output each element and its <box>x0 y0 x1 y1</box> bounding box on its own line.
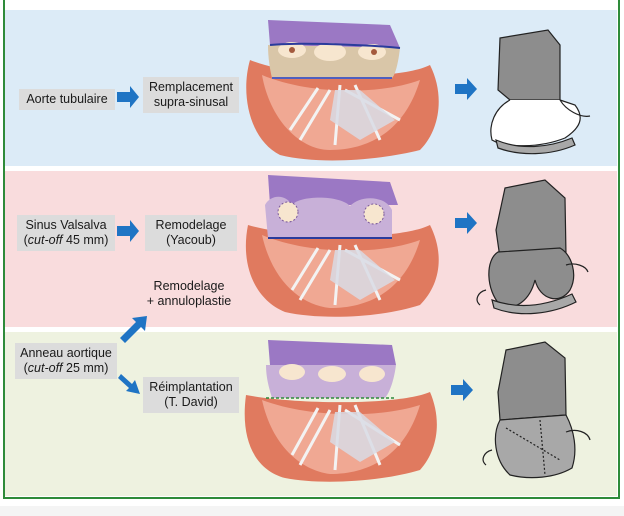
surgical-illustration-2 <box>245 175 439 317</box>
right-arrow-icon <box>117 86 139 108</box>
procedure-label-remplacement: Remplacement supra-sinusal <box>143 77 239 113</box>
right-arrow-icon <box>455 212 477 234</box>
anatomy-label-text: Anneau aortique <box>20 346 112 360</box>
bottom-strip <box>0 506 624 516</box>
procedure-label-line1: Remodelage <box>155 218 227 232</box>
procedure-label-reimplantation: Réimplantation (T. David) <box>143 377 239 413</box>
procedure-label-line2: (T. David) <box>164 395 218 409</box>
up-right-arrow-icon <box>120 316 147 343</box>
anatomy-label-aorte-tubulaire: Aorte tubulaire <box>19 89 115 110</box>
cutoff-label: cut-off <box>27 233 63 247</box>
cutoff-value: 25 mm <box>66 361 105 375</box>
right-arrow-icon <box>455 78 477 100</box>
procedure-label-remodelage-annuloplastie: Remodelage + annuloplastie <box>134 279 244 309</box>
surgical-illustration-3 <box>244 340 437 482</box>
anatomy-label-sinus-valsalva: Sinus Valsalva (cut-off 45 mm) <box>17 215 115 251</box>
right-arrow-icon <box>117 220 139 242</box>
schematic-supra-sinusal <box>490 29 591 155</box>
anatomy-label-text: Sinus Valsalva <box>25 218 107 232</box>
procedure-label-line1: Réimplantation <box>149 380 233 394</box>
cutoff-value: 45 mm <box>66 233 105 247</box>
cutoff-label: cut-off <box>27 361 63 375</box>
schematic-reimplantation <box>482 341 591 479</box>
procedure-label-line1: Remplacement <box>148 80 234 94</box>
down-right-arrow-icon <box>118 374 140 394</box>
procedure-label-remodelage: Remodelage (Yacoub) <box>145 215 237 251</box>
procedure-label-line1: Remodelage <box>153 279 225 293</box>
procedure-label-line2: (Yacoub) <box>166 233 216 247</box>
anatomy-label-text: Aorte tubulaire <box>26 92 108 106</box>
schematic-remodelage <box>476 179 589 315</box>
procedure-label-line2: + annuloplastie <box>146 294 232 308</box>
surgical-illustration-1 <box>246 20 439 161</box>
anatomy-label-anneau-aortique: Anneau aortique (cut-off 25 mm) <box>15 343 117 379</box>
right-arrow-icon <box>451 379 473 401</box>
procedure-label-line2: supra-sinusal <box>153 95 229 109</box>
